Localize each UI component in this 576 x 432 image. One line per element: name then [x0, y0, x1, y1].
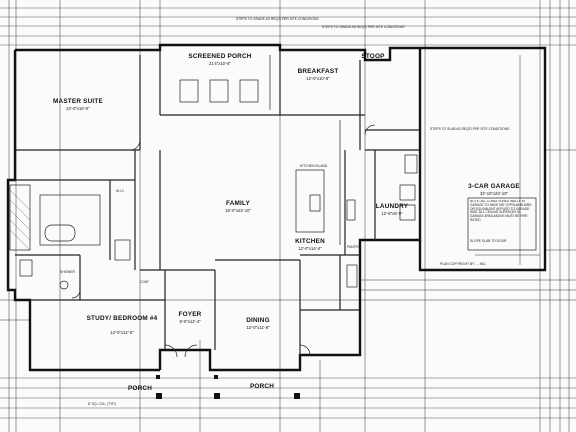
garage-note-box: NOTE: ALL CONDITIONED WALLS IN GARAGE TO…	[470, 200, 532, 222]
kitchen-name: KITCHEN	[295, 238, 325, 245]
laundry-name: LAUNDRY	[376, 203, 409, 210]
master-suite-name: MASTER SUITE	[53, 98, 104, 105]
interior-walls	[15, 50, 420, 355]
study-dims: 12'-0"x12'-0"	[110, 330, 134, 335]
plan-notes: STEPS TO GRADE AS REQ'D PER SITE CONDITI…	[60, 17, 510, 406]
kitchen-fixtures	[295, 120, 358, 288]
garage-dims: 33'-10"x23'-10"	[480, 191, 509, 196]
screened-porch-dims: 21'4"x10'-8"	[209, 61, 232, 66]
laundry-fixtures	[399, 154, 418, 221]
steps-slab-note: STEPS TO SLAB AS REQ'D PER SITE CONDITIO…	[430, 127, 510, 131]
coat-label: COAT	[140, 280, 149, 284]
study-name: STUDY/ BEDROOM #4	[87, 315, 158, 322]
door-swings	[71, 124, 376, 358]
stoop-name: STOOP	[361, 53, 385, 60]
kitchen-island-label: KITCHEN ISLAND	[300, 164, 328, 168]
room-labels: SCREENED PORCH 21'4"x10'-8" BREAKFAST 12…	[53, 53, 520, 392]
steps-grade-note-1: STEPS TO GRADE AS REQ'D PER SITE CONDITI…	[236, 17, 319, 21]
foyer-dims: 8'-0"x12'-4"	[179, 319, 201, 324]
shower-label: SHOWER	[60, 270, 75, 274]
laundry-dims: 12'-8"x9'-0"	[381, 211, 403, 216]
porch-screens	[179, 55, 271, 110]
pantry-label: PANTRY	[347, 245, 361, 249]
dining-dims: 12'-0"x11'-8"	[246, 325, 270, 330]
garage-name: 3-CAR GARAGE	[468, 183, 520, 190]
foyer-name: FOYER	[178, 311, 201, 318]
slope-note: SLOPE SLAB TO DOOR	[470, 239, 507, 243]
porch-left-name: PORCH	[128, 385, 152, 392]
breakfast-name: BREAKFAST	[298, 68, 339, 75]
screened-porch-name: SCREENED PORCH	[188, 53, 251, 60]
breakfast-dims: 12'-0"x10'-8"	[306, 76, 330, 81]
kitchen-dims: 12'-0"x14'-4"	[298, 246, 322, 251]
exterior-walls	[6, 43, 547, 372]
porch-columns	[156, 375, 300, 399]
family-dims: 18'-0"x23'-10"	[225, 208, 251, 213]
column-note: 8" SQ. COL. (TYP.)	[88, 402, 116, 406]
dining-name: DINING	[246, 317, 270, 324]
master-suite-dims: 22'-0"x16'-0"	[66, 106, 90, 111]
porch-right-name: PORCH	[250, 383, 274, 390]
copyright-note: PLAN COPYRIGHT BY ..., INC.	[440, 262, 486, 266]
family-name: FAMILY	[226, 200, 251, 207]
garage-note: NOTE: ALL CONDITIONED WALLS IN GARAGE TO…	[470, 200, 532, 222]
garage-details	[467, 55, 540, 265]
bath-fixtures	[9, 184, 131, 290]
steps-grade-note-2: STEPS TO GRADE AS REQ'D PER SITE CONDITI…	[322, 25, 405, 29]
wic-label: W.I.C.	[116, 189, 125, 193]
